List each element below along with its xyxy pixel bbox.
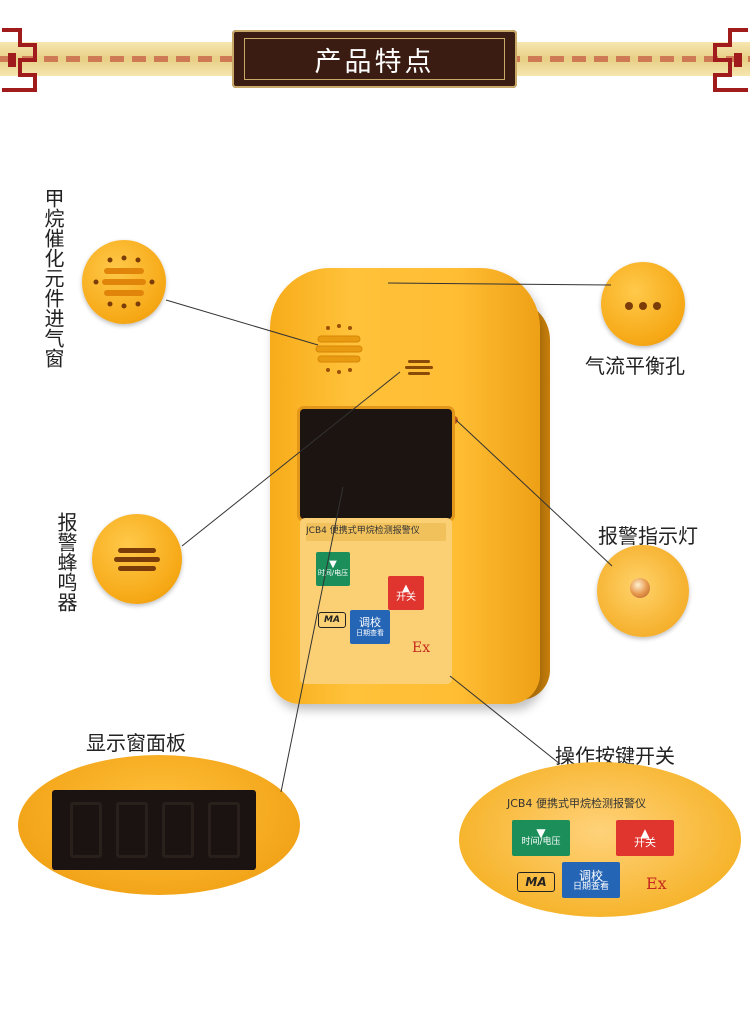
- zoom-ma-logo: MA: [517, 872, 555, 892]
- sensor-window-zoom: [82, 240, 166, 324]
- zoom-power-label: 开关: [634, 836, 656, 849]
- left-ornament-icon: [0, 25, 40, 95]
- date-view-label: 日期查看: [356, 629, 384, 637]
- digit-segment-icon: [208, 802, 240, 858]
- arrow-down-icon: ▼: [536, 826, 546, 840]
- alarm-light-label: 报警指示灯: [598, 524, 698, 548]
- ma-logo: MA: [318, 612, 346, 628]
- led-icon: [630, 578, 650, 598]
- panel-title: JCB4 便携式甲烷检测报警仪: [306, 523, 446, 541]
- arrow-down-icon: ▼: [329, 559, 337, 570]
- alarm-light-zoom: [597, 545, 689, 637]
- hole-icon: [625, 302, 633, 310]
- zoom-date-view-label: 日期查看: [572, 881, 609, 892]
- buzzer-label: 报警蜂鸣器: [54, 512, 78, 612]
- page-title: 产品特点: [244, 38, 505, 80]
- arrow-up-icon: ▲: [402, 583, 410, 594]
- power-button[interactable]: ▲ 开关: [388, 576, 424, 610]
- device-buzzer-icon: [400, 352, 438, 382]
- buzzer-zoom: [92, 514, 182, 604]
- zoom-time-voltage-label: 时间/电压: [521, 837, 561, 847]
- zoom-calibrate-label: 调校: [578, 868, 603, 883]
- time-voltage-button[interactable]: ▼ 时间/电压: [316, 552, 350, 586]
- grille-icon: [93, 255, 155, 309]
- airflow-holes-zoom: [601, 262, 685, 346]
- sensor-window-label: 甲烷催化元件进气窗: [41, 188, 65, 368]
- right-ornament-icon: [710, 25, 750, 95]
- airflow-holes-label: 气流平衡孔: [585, 354, 685, 378]
- device-grille-icon: [312, 320, 366, 376]
- zoom-power-button[interactable]: ▲ 开关: [616, 820, 674, 856]
- zoom-calibrate-button[interactable]: 调校 日期查看: [562, 862, 620, 898]
- power-label: 开关: [396, 592, 416, 603]
- calibrate-button[interactable]: 调校 日期查看: [350, 610, 390, 644]
- device-led-icon: [450, 416, 458, 424]
- title-plate: [232, 30, 517, 88]
- digit-segment-icon: [162, 802, 194, 858]
- hole-icon: [653, 302, 661, 310]
- hole-icon: [639, 302, 647, 310]
- ex-mark: Ex: [412, 640, 431, 656]
- zoom-time-voltage-button[interactable]: ▼ 时间/电压: [512, 820, 570, 856]
- arrow-up-icon: ▲: [640, 826, 650, 840]
- calibrate-label: 调校: [359, 616, 381, 629]
- digit-segment-icon: [116, 802, 148, 858]
- device-screen: [300, 409, 452, 519]
- zoom-panel-title: JCB4 便携式甲烷检测报警仪: [507, 797, 646, 810]
- time-voltage-label: 时间/电压: [317, 569, 349, 577]
- control-panel: [300, 518, 452, 684]
- zoom-ex-mark: Ex: [646, 874, 667, 893]
- digit-segment-icon: [70, 802, 102, 858]
- display-panel-label: 显示窗面板: [86, 731, 186, 755]
- display-digits: [52, 790, 256, 870]
- buzzer-icon: [114, 548, 160, 571]
